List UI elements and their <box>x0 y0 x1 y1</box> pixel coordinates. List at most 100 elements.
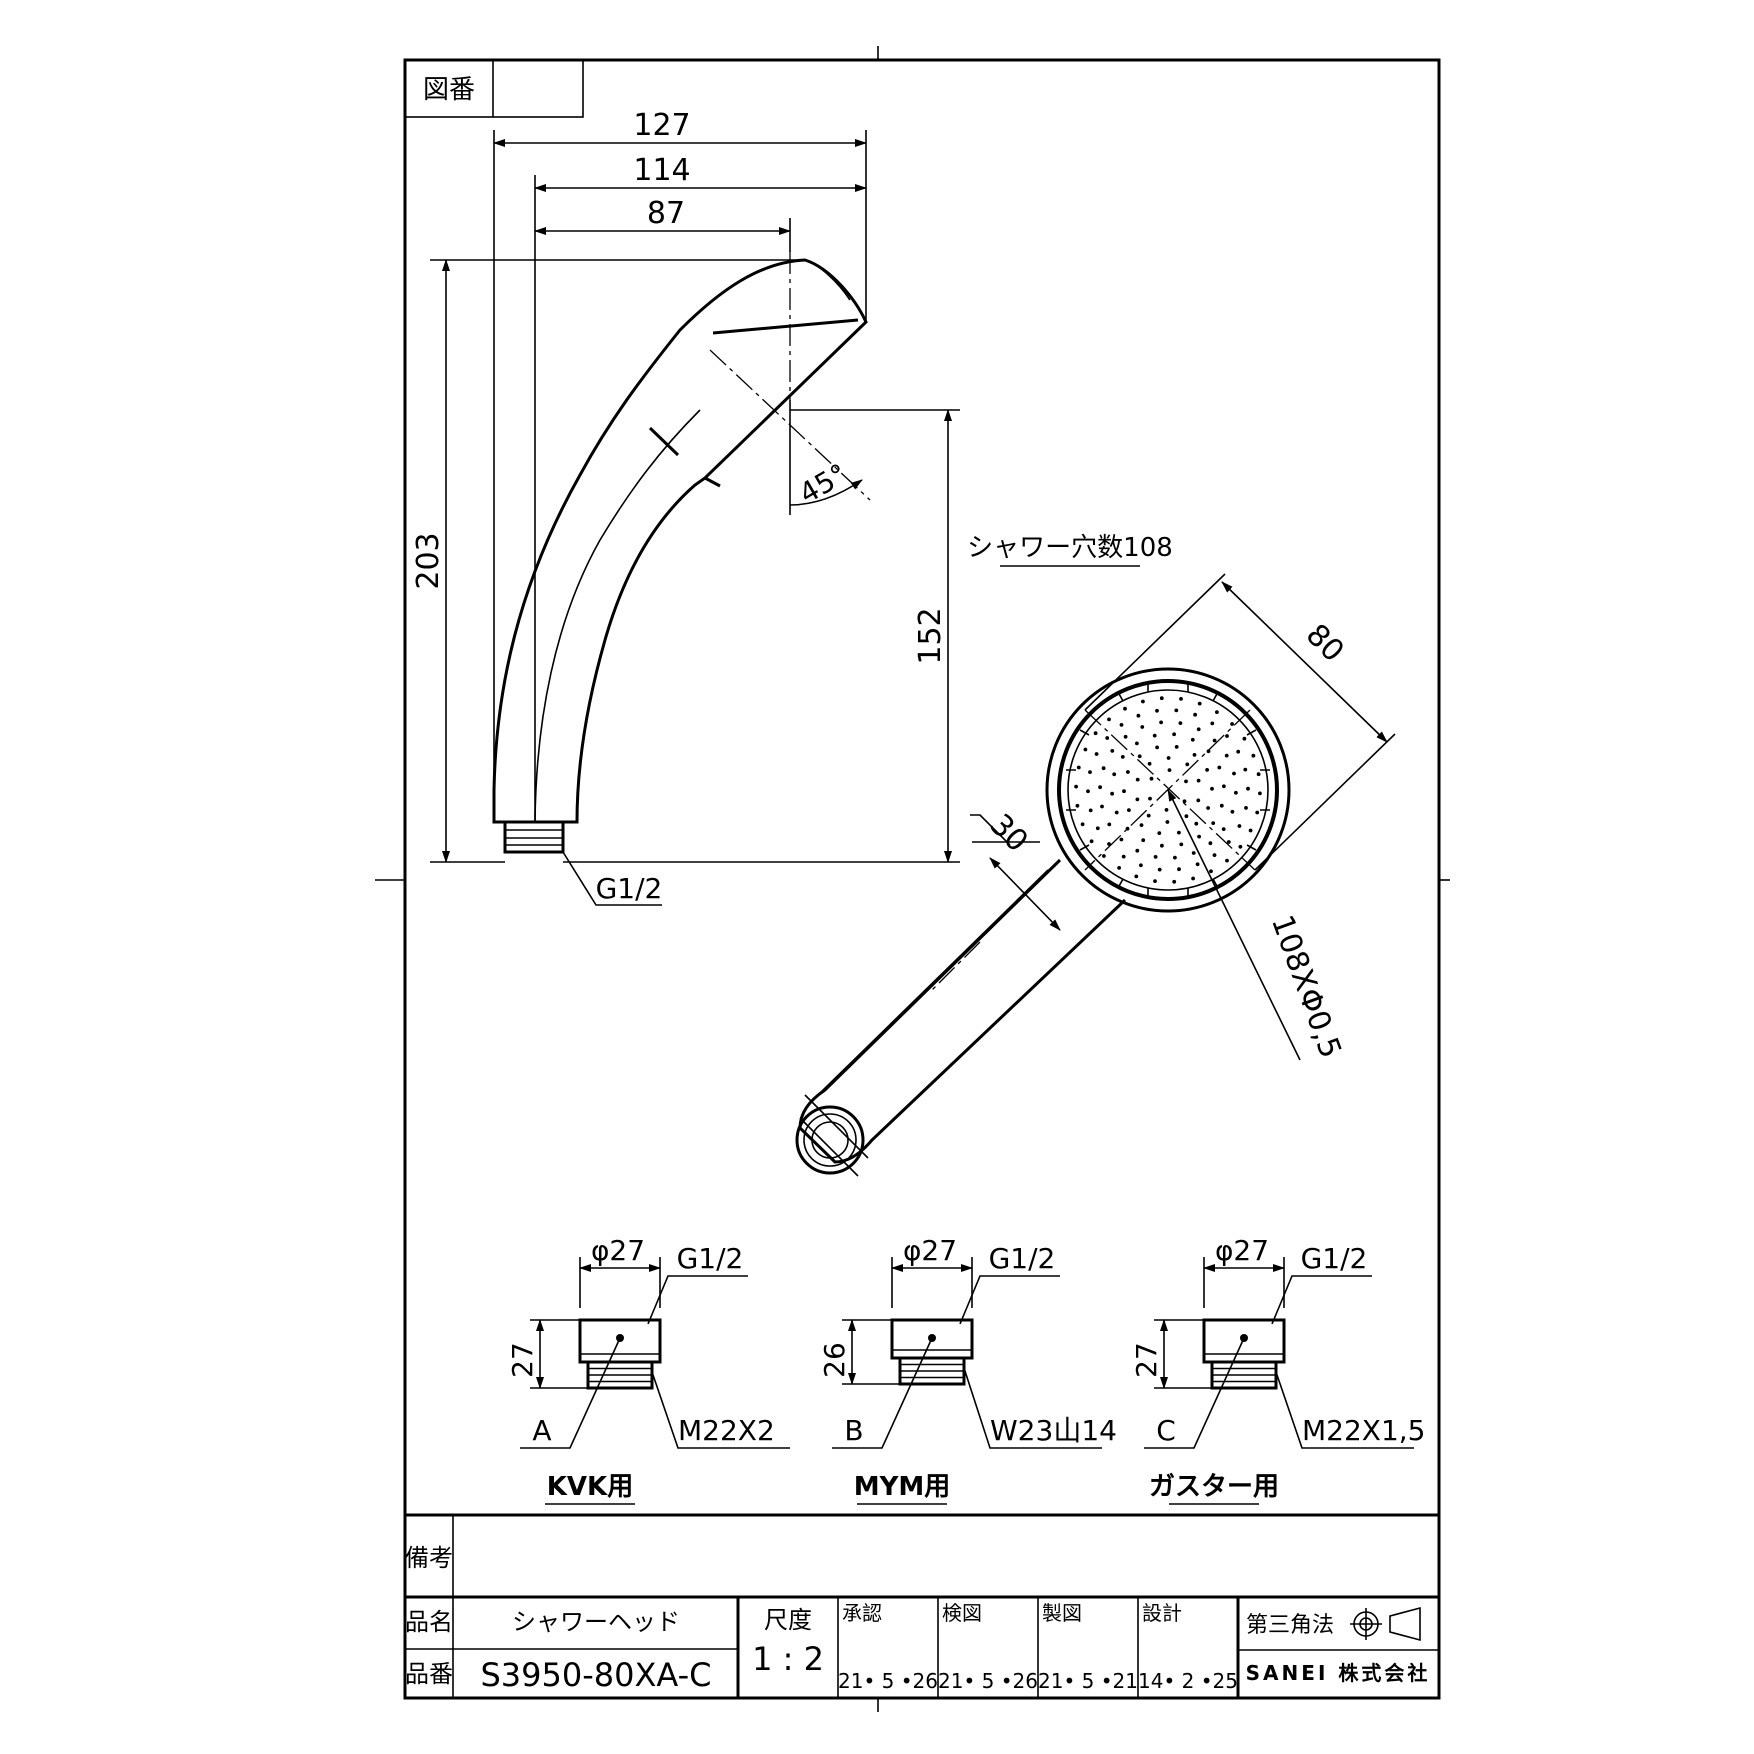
side-view-fitting <box>503 820 565 854</box>
adapter-diameter: φ27 <box>903 1234 957 1267</box>
spray-hole <box>1114 810 1119 815</box>
adapter-height: 26 <box>818 1342 851 1378</box>
spray-hole <box>1101 766 1106 771</box>
spray-hole <box>1193 712 1197 717</box>
spray-hole <box>1095 826 1100 831</box>
spray-hole <box>1178 721 1183 725</box>
spray-hole <box>1197 834 1201 839</box>
dim-152: 152 <box>913 607 948 664</box>
spray-hole <box>1122 789 1126 794</box>
spray-hole <box>1149 776 1154 781</box>
spray-hole <box>1172 732 1176 737</box>
spray-hole <box>1185 762 1190 767</box>
spray-hole <box>1117 866 1121 870</box>
spray-hole <box>1222 784 1226 789</box>
spray-hole <box>1080 822 1085 827</box>
spray-hole <box>1230 809 1235 814</box>
approval-date: 21• 5 •26 <box>838 1669 938 1693</box>
spray-hole <box>1215 710 1219 714</box>
spray-hole <box>1102 854 1106 858</box>
spray-hole <box>1258 791 1262 796</box>
spray-hole <box>1196 798 1201 803</box>
spray-hole <box>1217 765 1222 770</box>
spray-hole <box>1083 747 1088 752</box>
spray-hole <box>1184 779 1188 784</box>
spray-hole <box>1110 791 1114 796</box>
dim-203: 203 <box>411 532 446 589</box>
spray-hole <box>1088 770 1092 774</box>
product-name: シャワーヘッド <box>512 1608 680 1636</box>
spray-hole <box>1086 789 1090 794</box>
spray-hole <box>1174 708 1179 713</box>
spray-hole <box>1182 799 1187 804</box>
spray-hole <box>1210 786 1214 791</box>
dim-30: 30 <box>983 807 1035 859</box>
spray-hole <box>1196 778 1201 783</box>
spray-hole <box>1232 771 1236 776</box>
spray-hole <box>1135 777 1140 782</box>
spray-hole <box>1192 753 1197 757</box>
spray-hole <box>1172 879 1177 884</box>
spray-hole <box>1157 831 1162 835</box>
spray-hole <box>1135 797 1140 802</box>
spray-hole <box>1221 827 1226 831</box>
spray-hole <box>1255 810 1260 815</box>
holes-note: 108XΦ0,5 <box>1264 911 1348 1063</box>
spray-hole <box>1094 752 1099 756</box>
spray-hole <box>1212 738 1217 743</box>
spray-hole <box>1173 855 1177 860</box>
check-label: 検図 <box>942 1601 982 1625</box>
spray-hole <box>1244 806 1248 810</box>
spray-hole <box>1206 806 1210 810</box>
spray-hole <box>1184 814 1189 819</box>
drawing-number-box: 図番 <box>404 59 584 118</box>
spray-hole <box>1226 840 1231 844</box>
adapter-height: 27 <box>506 1342 539 1378</box>
spray-hole <box>1148 796 1152 801</box>
part-no: S3950-80XA-C <box>480 1656 711 1694</box>
spray-hole <box>1121 854 1126 859</box>
spray-hole <box>1112 772 1117 777</box>
spray-hole <box>1238 844 1243 849</box>
spray-hole <box>1165 820 1170 824</box>
spray-hole <box>1107 822 1112 827</box>
approval-label: 承認 <box>842 1601 882 1625</box>
adapter-letter: A <box>532 1414 551 1447</box>
spray-hole <box>1105 736 1110 740</box>
third-angle-projection-icon <box>1350 1606 1421 1642</box>
spray-hole <box>1075 803 1080 808</box>
adapter-thread-top: G1/2 <box>677 1242 744 1275</box>
side-thread-label: G1/2 <box>596 872 663 905</box>
sheet-frame <box>375 46 1450 1712</box>
spray-hole <box>1159 696 1164 701</box>
design-date: 14• 2 •25 <box>1138 1669 1238 1693</box>
spray-hole <box>1135 848 1140 853</box>
spray-hole <box>1074 784 1078 789</box>
part-no-label: 品番 <box>405 1660 453 1688</box>
spray-hole <box>1159 720 1163 725</box>
adapter-label: ガスター用 <box>1149 1472 1279 1502</box>
spray-hole <box>1190 737 1195 742</box>
spray-hole <box>1234 790 1238 795</box>
dim-87: 87 <box>647 196 685 231</box>
spray-hole <box>1225 734 1229 738</box>
spray-hole <box>1242 736 1247 741</box>
adapter-thread-bottom: M22X1,5 <box>1302 1414 1426 1447</box>
drawing-number-label: 図番 <box>423 75 475 105</box>
adapter-letter: C <box>1156 1414 1176 1447</box>
check-date: 21• 5 •26 <box>938 1669 1038 1693</box>
spray-hole <box>1120 755 1125 759</box>
spray-hole <box>1166 756 1171 760</box>
spray-hole <box>1177 830 1181 835</box>
spray-hole <box>1134 874 1139 879</box>
drawn-label: 製図 <box>1042 1601 1082 1625</box>
spray-hole <box>1236 749 1241 754</box>
spray-holes <box>1074 696 1262 884</box>
spray-hole <box>1196 727 1201 732</box>
spray-hole <box>1195 862 1200 867</box>
projection-label: 第三角法 <box>1246 1613 1334 1638</box>
spray-hole <box>1179 697 1183 701</box>
